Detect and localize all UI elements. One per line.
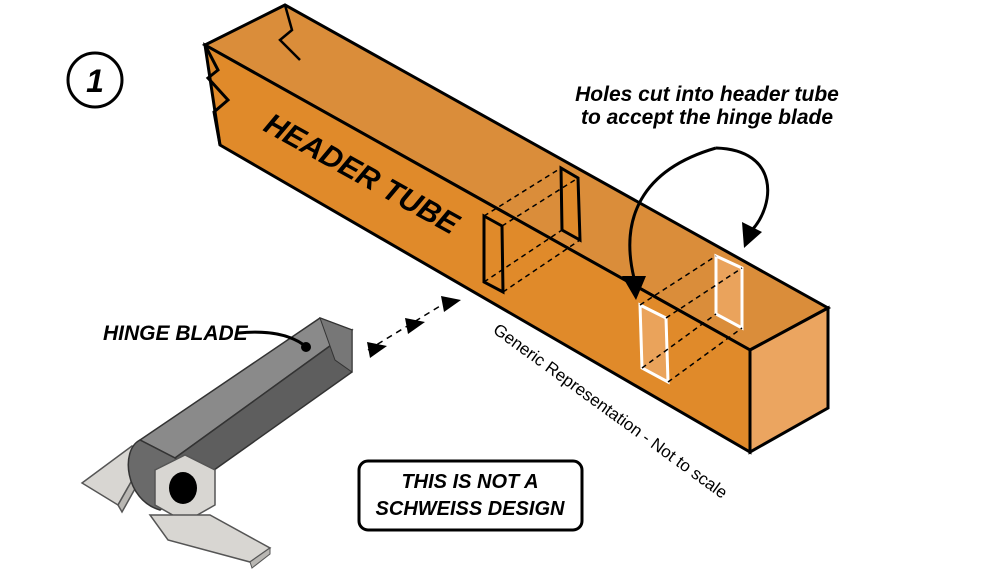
insert-direction-arrows [367, 296, 461, 358]
step-number: 1 [86, 63, 104, 99]
disclaimer-box: THIS IS NOT A SCHWEISS DESIGN [357, 459, 584, 532]
holes-label-line2: to accept the hinge blade [581, 106, 833, 129]
pivot-hole [169, 472, 197, 504]
holes-callout: Holes cut into header tube to accept the… [575, 83, 839, 300]
hinge-blade-callout: HINGE BLADE [103, 322, 311, 352]
holes-arrowhead-right [742, 222, 762, 248]
hole-pair-1 [482, 165, 582, 295]
insert-arrowhead-3 [441, 296, 461, 312]
front-bracket-foot [148, 514, 272, 563]
hinge-blade-label: HINGE BLADE [103, 322, 249, 345]
holes-arrow-left [628, 146, 717, 279]
disclaimer-line2: SCHWEISS DESIGN [376, 498, 565, 520]
header-tube: HEADER TUBE [201, 3, 832, 455]
disclaimer-line1: THIS IS NOT A [401, 471, 538, 493]
insert-arrowhead-1 [367, 342, 387, 358]
tube-broken-end [203, 44, 231, 146]
insert-arrowhead-2 [405, 318, 425, 334]
holes-arrowhead-left [622, 276, 646, 300]
step-badge: 1 [66, 51, 124, 109]
holes-label-line1: Holes cut into header tube [575, 83, 839, 106]
hole-pair-2 [638, 253, 744, 385]
holes-arrow-right [715, 146, 770, 232]
hinge-blade-assembly [80, 317, 354, 569]
tube-broken-end-top [278, 4, 301, 61]
